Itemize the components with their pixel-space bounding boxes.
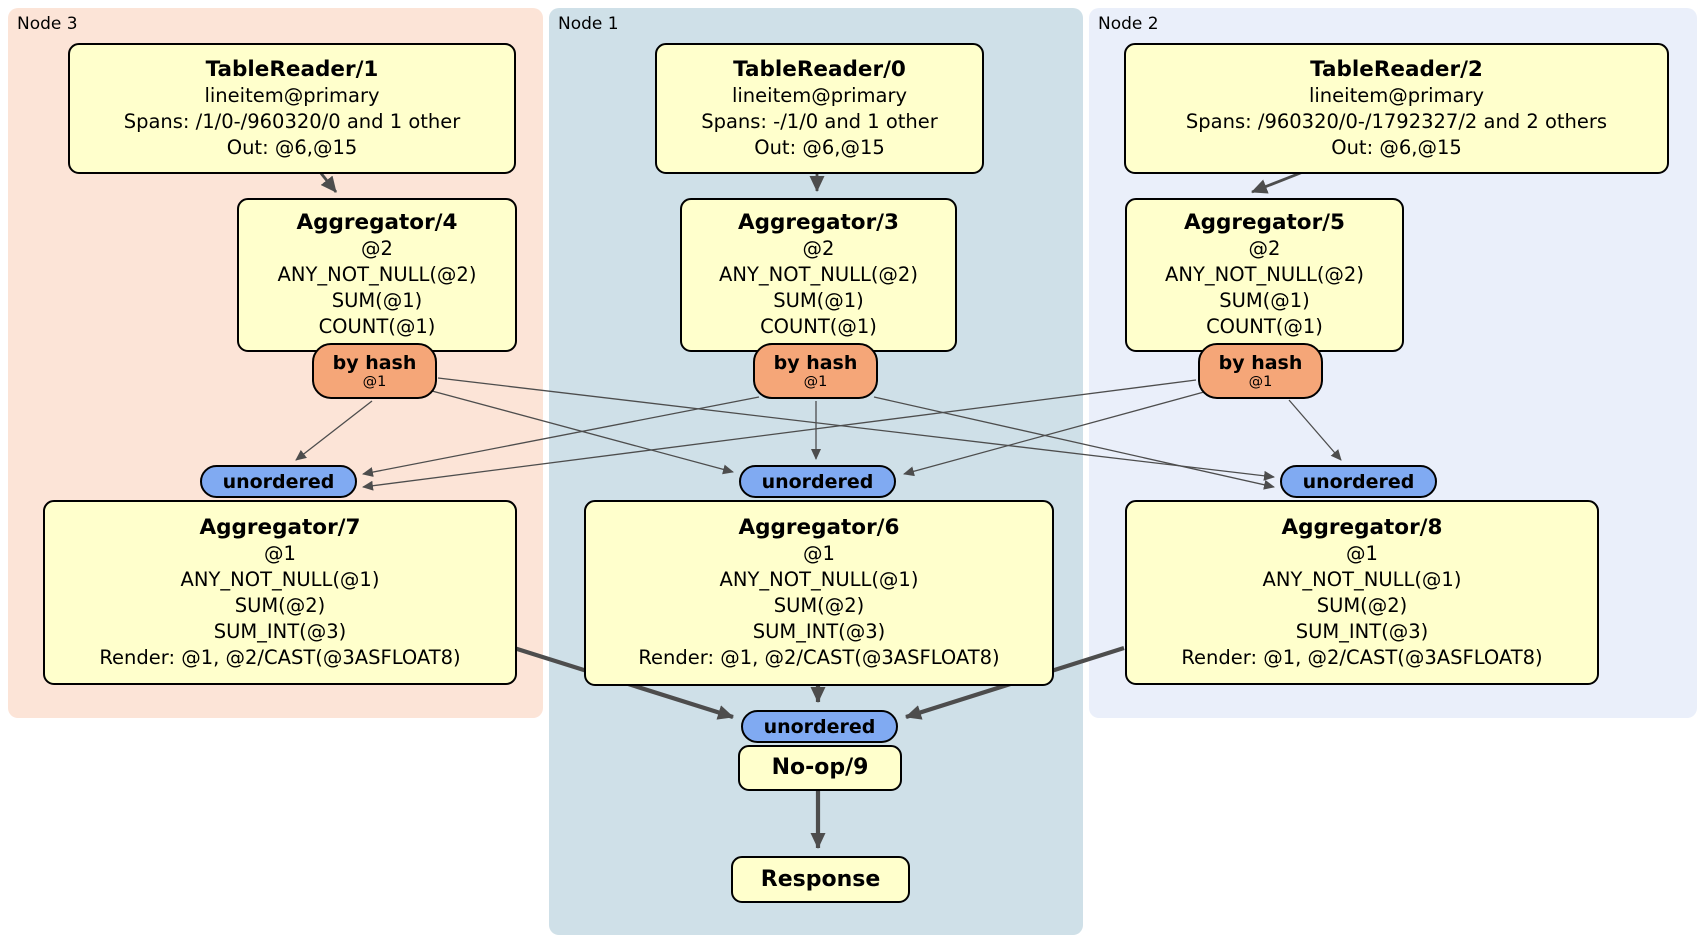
node-aggregator-4-fn1: ANY_NOT_NULL(@2) <box>277 263 477 286</box>
node-aggregator-4-title: Aggregator/4 <box>296 210 458 235</box>
node-aggregator-5: Aggregator/5 @2 ANY_NOT_NULL(@2) SUM(@1)… <box>1125 198 1404 352</box>
node-tablereader-1-out: Out: @6,@15 <box>226 135 358 159</box>
router-by-hash-node3-label: by hash <box>332 351 417 374</box>
node-tablereader-1: TableReader/1 lineitem@primary Spans: /1… <box>68 43 516 174</box>
node-aggregator-3-fn3: COUNT(@1) <box>760 315 877 338</box>
node-tablereader-2-out: Out: @6,@15 <box>1331 135 1462 159</box>
router-by-hash-node3: by hash @1 <box>312 343 437 399</box>
router-by-hash-node2-key: @1 <box>1248 373 1273 390</box>
panel-node1-label: Node 1 <box>558 14 619 34</box>
node-aggregator-3-fn1: ANY_NOT_NULL(@2) <box>719 263 918 286</box>
node-aggregator-5-fn3: COUNT(@1) <box>1206 315 1323 338</box>
node-aggregator-7-group: @1 <box>264 541 296 565</box>
router-by-hash-node1: by hash @1 <box>753 343 878 399</box>
node-aggregator-7-fn3: SUM_INT(@3) <box>213 619 347 643</box>
node-aggregator-6: Aggregator/6 @1 ANY_NOT_NULL(@1) SUM(@2)… <box>584 500 1054 686</box>
node-aggregator-6-fn1: ANY_NOT_NULL(@1) <box>719 568 919 591</box>
node-tablereader-0-spans: Spans: -/1/0 and 1 other <box>701 109 938 133</box>
node-aggregator-6-group: @1 <box>803 542 835 565</box>
node-aggregator-8: Aggregator/8 @1 ANY_NOT_NULL(@1) SUM(@2)… <box>1125 500 1599 685</box>
node-aggregator-7-fn2: SUM(@2) <box>234 593 326 617</box>
node-aggregator-7-fn1: ANY_NOT_NULL(@1) <box>180 567 380 591</box>
node-aggregator-5-title: Aggregator/5 <box>1184 210 1345 235</box>
panel-node3-label: Node 3 <box>17 14 78 34</box>
sync-unordered-node2-label: unordered <box>1302 470 1415 493</box>
router-by-hash-node2: by hash @1 <box>1198 343 1323 399</box>
node-aggregator-7-title: Aggregator/7 <box>199 514 361 540</box>
router-by-hash-node1-key: @1 <box>803 373 828 390</box>
node-aggregator-8-render: Render: @1, @2/CAST(@3ASFLOAT8) <box>1181 645 1543 669</box>
node-aggregator-5-fn1: ANY_NOT_NULL(@2) <box>1165 263 1364 286</box>
node-aggregator-7-render: Render: @1, @2/CAST(@3ASFLOAT8) <box>99 645 461 669</box>
node-tablereader-0-title: TableReader/0 <box>733 56 906 82</box>
node-aggregator-4: Aggregator/4 @2 ANY_NOT_NULL(@2) SUM(@1)… <box>237 198 517 352</box>
node-response: Response <box>731 856 910 903</box>
router-by-hash-node3-key: @1 <box>362 373 387 390</box>
node-tablereader-1-index: lineitem@primary <box>204 83 380 107</box>
router-by-hash-node2-label: by hash <box>1218 351 1303 374</box>
node-aggregator-4-fn2: SUM(@1) <box>331 289 423 312</box>
node-aggregator-3-fn2: SUM(@1) <box>773 289 864 312</box>
node-aggregator-3: Aggregator/3 @2 ANY_NOT_NULL(@2) SUM(@1)… <box>680 198 957 352</box>
node-tablereader-1-title: TableReader/1 <box>205 56 379 82</box>
node-noop-9-title: No-op/9 <box>771 755 869 780</box>
node-aggregator-8-fn1: ANY_NOT_NULL(@1) <box>1262 567 1462 591</box>
sync-unordered-final-label: unordered <box>763 715 876 738</box>
node-aggregator-5-fn2: SUM(@1) <box>1219 289 1310 312</box>
node-aggregator-8-group: @1 <box>1346 541 1378 565</box>
node-aggregator-8-fn2: SUM(@2) <box>1316 593 1408 617</box>
sync-unordered-node1: unordered <box>739 465 896 498</box>
sync-unordered-node3-label: unordered <box>222 470 335 493</box>
node-tablereader-0-index: lineitem@primary <box>731 83 908 107</box>
node-noop-9: No-op/9 <box>738 745 902 791</box>
node-tablereader-2-spans: Spans: /960320/0-/1792327/2 and 2 others <box>1185 109 1608 133</box>
node-tablereader-0: TableReader/0 lineitem@primary Spans: -/… <box>655 43 984 174</box>
node-aggregator-6-render: Render: @1, @2/CAST(@3ASFLOAT8) <box>638 646 1000 669</box>
panel-node2-label: Node 2 <box>1098 14 1159 34</box>
sync-unordered-final: unordered <box>741 710 898 743</box>
node-aggregator-7: Aggregator/7 @1 ANY_NOT_NULL(@1) SUM(@2)… <box>43 500 517 685</box>
node-tablereader-2-index: lineitem@primary <box>1308 83 1485 107</box>
node-aggregator-8-fn3: SUM_INT(@3) <box>1295 619 1429 643</box>
sync-unordered-node3: unordered <box>200 465 357 498</box>
node-tablereader-1-spans: Spans: /1/0-/960320/0 and 1 other <box>123 109 461 133</box>
node-tablereader-2-title: TableReader/2 <box>1310 56 1483 82</box>
node-aggregator-6-fn2: SUM(@2) <box>773 594 865 617</box>
sync-unordered-node2: unordered <box>1280 465 1437 498</box>
node-aggregator-4-group: @2 <box>361 237 393 260</box>
node-aggregator-5-group: @2 <box>1248 237 1281 260</box>
node-tablereader-2: TableReader/2 lineitem@primary Spans: /9… <box>1124 43 1669 174</box>
node-aggregator-8-title: Aggregator/8 <box>1281 514 1443 540</box>
router-by-hash-node1-label: by hash <box>773 351 858 374</box>
sync-unordered-node1-label: unordered <box>761 470 874 493</box>
node-aggregator-3-title: Aggregator/3 <box>738 210 899 235</box>
node-aggregator-6-fn3: SUM_INT(@3) <box>752 620 886 643</box>
node-tablereader-0-out: Out: @6,@15 <box>754 135 885 159</box>
node-response-title: Response <box>760 866 881 892</box>
node-aggregator-6-title: Aggregator/6 <box>738 515 900 540</box>
node-aggregator-4-fn3: COUNT(@1) <box>318 315 436 338</box>
node-aggregator-3-group: @2 <box>802 237 835 260</box>
